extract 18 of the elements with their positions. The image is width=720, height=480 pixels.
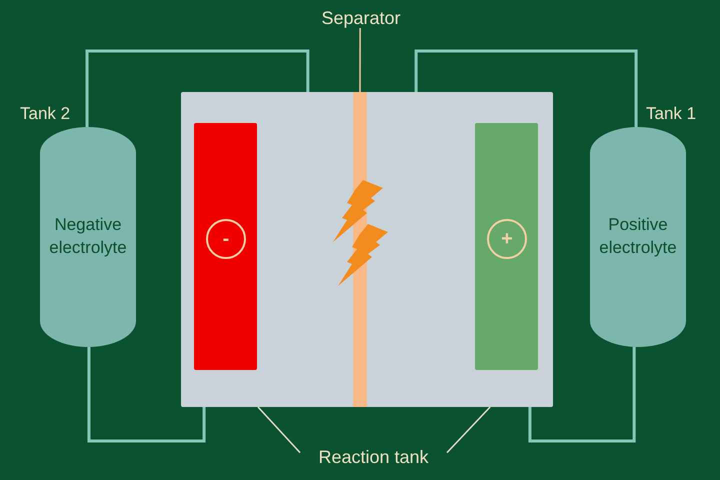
storage-tank: Negative electrolyte xyxy=(40,127,136,347)
minus-symbol: - xyxy=(206,219,246,259)
leader-line xyxy=(359,28,361,92)
plus-symbol: + xyxy=(487,219,527,259)
tank-label: Tank 1 xyxy=(646,104,696,124)
tank-label: Tank 2 xyxy=(20,104,70,124)
separator-label: Separator xyxy=(317,8,405,28)
reaction-tank xyxy=(181,92,553,407)
pipe xyxy=(86,50,310,127)
pipe xyxy=(414,50,638,127)
leader-line xyxy=(257,406,301,454)
leader-line xyxy=(446,406,491,454)
reaction-tank-label: Reaction tank xyxy=(300,446,447,468)
positive-electrode xyxy=(475,123,538,370)
pipe xyxy=(528,347,636,442)
negative-electrode xyxy=(194,123,257,370)
storage-tank: Positive electrolyte xyxy=(590,127,686,347)
pipe xyxy=(87,347,206,442)
